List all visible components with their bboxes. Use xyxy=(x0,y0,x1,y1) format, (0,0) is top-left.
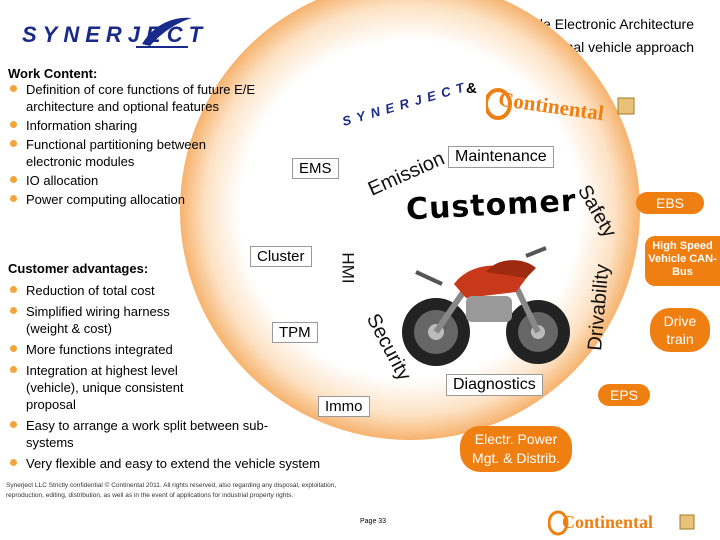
customer-advantages-section: Customer advantages: Reduction of total … xyxy=(8,261,353,476)
swoosh-icon xyxy=(136,17,192,48)
bullet-icon xyxy=(10,121,17,128)
continental-diagram-logo: Continental xyxy=(486,78,636,132)
bullet-icon xyxy=(10,176,17,183)
ems-box: EMS xyxy=(292,158,339,179)
high-speed-can-pill: High Speed Vehicle CAN-Bus xyxy=(645,236,720,286)
power-mgt-pill: Electr. Power Mgt. & Distrib. xyxy=(460,426,572,472)
diagnostics-box: Diagnostics xyxy=(446,374,543,396)
continental-footer-wordmark: Continental xyxy=(562,512,654,532)
list-item: Very flexible and easy to extend the veh… xyxy=(8,455,353,472)
bullet-icon xyxy=(10,195,17,202)
list-item: IO allocation xyxy=(8,172,298,189)
customer-advantages-list: Reduction of total cost Simplified wirin… xyxy=(8,282,353,472)
work-content-heading: Work Content: xyxy=(8,66,98,81)
list-item: Definition of core functions of future E… xyxy=(8,81,298,115)
work-content-section: Work Content: Definition of core functio… xyxy=(8,66,298,210)
bullet-icon xyxy=(10,286,17,293)
bullet-icon xyxy=(10,85,17,92)
slide-title-line1: Vehicle Electronic Architecture xyxy=(505,16,694,32)
cluster-box: Cluster xyxy=(250,246,312,267)
maintenance-box: Maintenance xyxy=(448,146,554,168)
immo-box: Immo xyxy=(318,396,370,417)
bullet-icon xyxy=(10,345,17,352)
bullet-icon xyxy=(10,307,17,314)
bullet-icon xyxy=(10,459,17,466)
bullet-icon xyxy=(10,421,17,428)
synerject-logo: SYNERJECT xyxy=(22,17,202,50)
list-item: Functional partitioning between electron… xyxy=(8,136,236,170)
vehicle-ring-circle xyxy=(180,0,640,440)
list-item: More functions integrated xyxy=(8,341,353,358)
continental-footer-logo: Continental xyxy=(548,508,698,538)
motorcycle-image xyxy=(402,246,570,366)
work-content-list: Definition of core functions of future E… xyxy=(8,81,298,208)
customer-advantages-heading: Customer advantages: xyxy=(8,261,149,276)
bullet-icon xyxy=(10,140,17,147)
list-item: Power computing allocation xyxy=(8,191,298,208)
continental-logo-icon xyxy=(486,88,635,120)
list-item: Simplified wiring harness (weight & cost… xyxy=(8,303,176,337)
continental-footer-icon xyxy=(548,510,695,536)
list-item: Integration at highest level (vehicle), … xyxy=(8,362,211,413)
eps-pill: EPS xyxy=(598,384,650,406)
ebs-pill: EBS xyxy=(636,192,704,214)
page-number: Page 33 xyxy=(360,518,387,525)
list-item: Information sharing xyxy=(8,117,298,134)
list-item: Reduction of total cost xyxy=(8,282,353,299)
legal-notice: Synerject LLC Strictly confidential © Co… xyxy=(6,482,337,499)
ampersand-label: & xyxy=(466,80,477,97)
list-item: Easy to arrange a work split between sub… xyxy=(8,417,276,451)
bullet-icon xyxy=(10,366,17,373)
tpm-box: TPM xyxy=(272,322,318,343)
drive-train-pill: Drive train xyxy=(650,308,710,352)
